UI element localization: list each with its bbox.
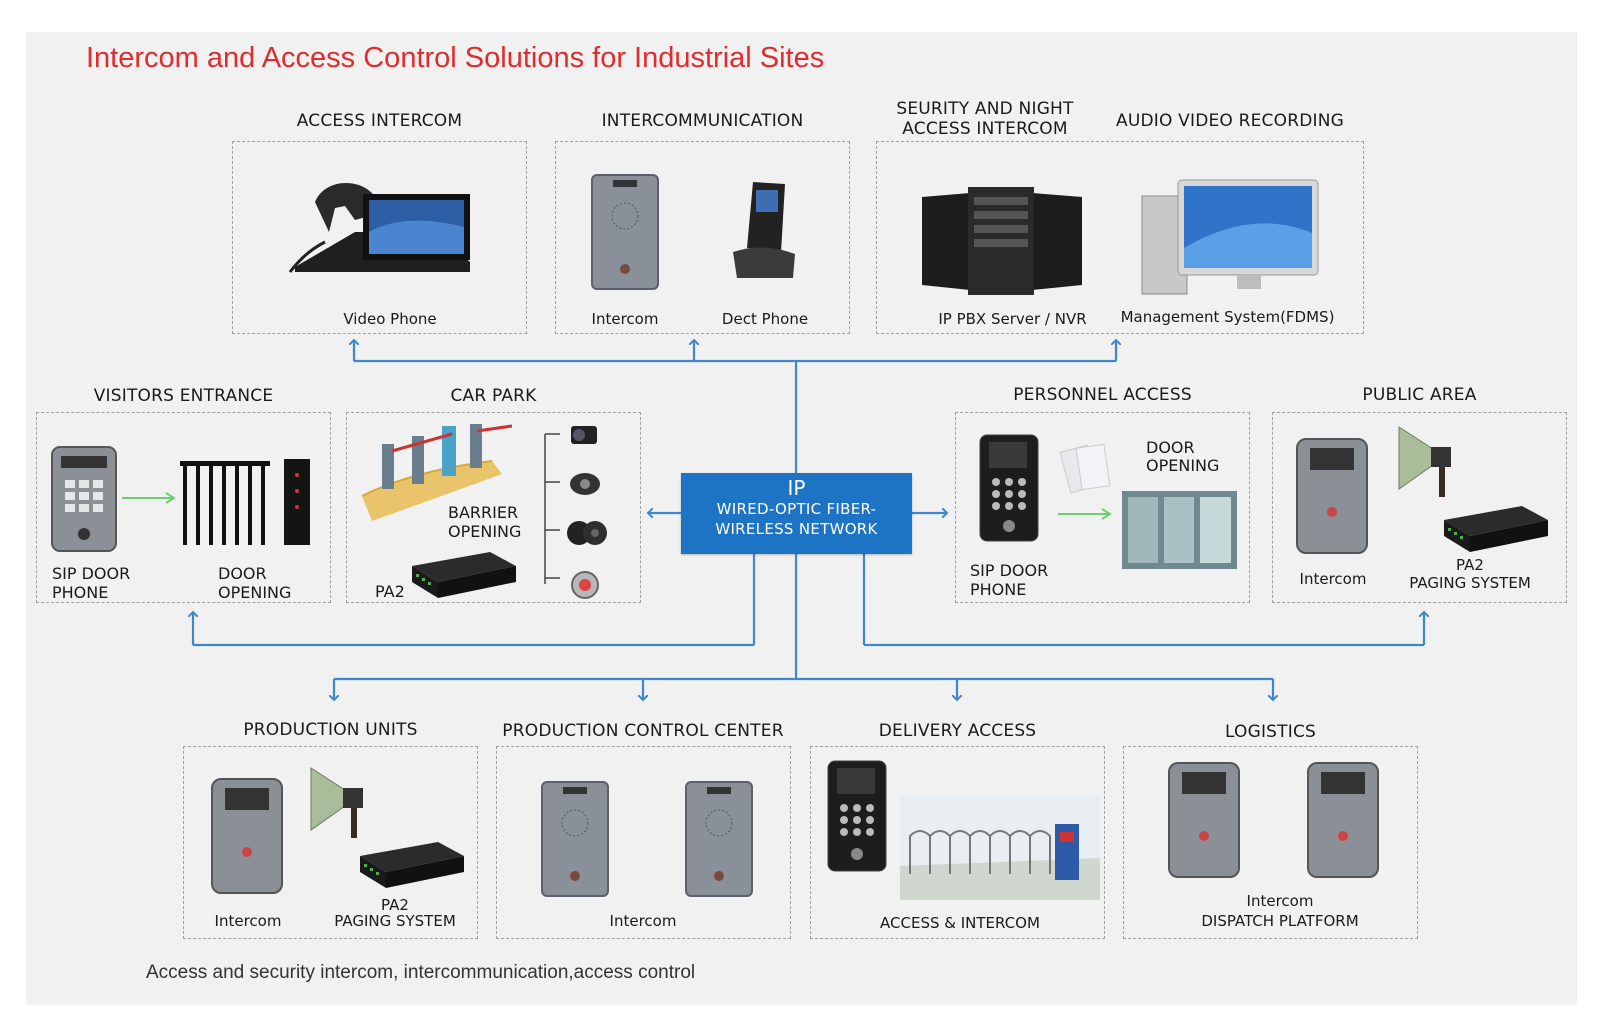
label-production-pa2: PA2 (381, 896, 409, 914)
label-management-system: Management System(FDMS) (1120, 308, 1335, 326)
pa2-icon-production (360, 842, 464, 888)
intercom-icon-production (211, 778, 283, 894)
label-door: DOOR (218, 564, 267, 583)
horn-speaker-icon-2 (310, 767, 363, 838)
gate-icon (180, 459, 310, 545)
box-public-area (1272, 412, 1567, 603)
heading-personnel-access: PERSONNEL ACCESS (1013, 385, 1192, 405)
label-public-pa2: PA2 (1456, 556, 1484, 574)
label-video-phone: Video Phone (343, 310, 437, 328)
label-ip-pbx: IP PBX Server / NVR (938, 310, 1087, 328)
label-personnel-door: DOOR (1146, 438, 1195, 457)
intercom-icon-control-1 (541, 781, 609, 897)
heading-security-line2: ACCESS INTERCOM (902, 119, 1068, 139)
label-personnel-opening: OPENING (1146, 456, 1220, 475)
heading-logistics: LOGISTICS (1224, 722, 1317, 742)
label-public-intercom: Intercom (1299, 570, 1367, 588)
intercom-icon-control-2 (685, 781, 753, 897)
label-dispatch-platform: DISPATCH PLATFORM (1201, 912, 1359, 930)
server-rack-icon (922, 187, 1082, 295)
intercom-icon (591, 174, 659, 290)
label-production-intercom: Intercom (214, 912, 282, 930)
heading-car-park: CAR PARK (450, 386, 537, 406)
box-access-intercom (232, 141, 527, 334)
label-barrier-opening: OPENING (448, 522, 522, 541)
label-personnel-phone: PHONE (970, 580, 1027, 599)
label-personnel-sip-door: SIP DOOR (970, 561, 1049, 580)
camera-icon (571, 426, 597, 444)
arrow-right-icon (122, 492, 176, 504)
arrow-right-icon-2 (1058, 508, 1112, 520)
ip-network-line2: WIRELESS NETWORK (715, 520, 878, 538)
detector-icon (570, 473, 600, 495)
box-production-units (183, 746, 478, 939)
management-computer-icon (1141, 179, 1319, 295)
heading-security-line1: SEURITY AND NIGHT (896, 99, 1074, 119)
label-phone: PHONE (52, 583, 109, 602)
label-dect-phone: Dect Phone (721, 310, 809, 328)
speaker-icon (567, 521, 607, 545)
page-title: Intercom and Access Control Solutions fo… (86, 42, 825, 74)
horn-speaker-icon (1398, 426, 1451, 497)
sip-door-phone-icon-2 (979, 434, 1039, 542)
box-intercommunication (555, 141, 850, 334)
intercom-icon-logistics-2 (1307, 762, 1379, 878)
ip-network-line1: WIRED-OPTIC FIBER- (716, 500, 877, 518)
label-public-paging: PAGING SYSTEM (1409, 574, 1531, 592)
label-access-intercom: ACCESS & INTERCOM (880, 914, 1040, 932)
heading-public-area: PUBLIC AREA (1362, 385, 1477, 405)
heading-visitors-entrance: VISITORS ENTRANCE (93, 386, 274, 406)
dect-phone-icon (733, 182, 795, 278)
footer-text: Access and security intercom, intercommu… (146, 962, 696, 983)
box-logistics (1123, 746, 1418, 939)
label-control-intercom: Intercom (609, 912, 677, 930)
sip-door-phone-icon (51, 446, 117, 552)
heading-access-intercom: ACCESS INTERCOM (296, 111, 463, 131)
intercom-icon-logistics-1 (1168, 762, 1240, 878)
retractable-gate-icon (900, 796, 1100, 900)
video-phone-icon (288, 182, 470, 273)
pa2-icon (412, 552, 516, 598)
label-opening: OPENING (218, 583, 292, 602)
label-sip-door: SIP DOOR (52, 564, 131, 583)
label-intercom-top: Intercom (591, 310, 659, 328)
box-personnel-access (955, 412, 1250, 603)
label-production-paging: PAGING SYSTEM (334, 912, 456, 930)
button-icon (571, 571, 599, 599)
heading-production-control: PRODUCTION CONTROL CENTER (502, 721, 784, 741)
ip-network-box: IP WIRED-OPTIC FIBER- WIRELESS NETWORK (681, 473, 912, 554)
label-barrier: BARRIER (448, 503, 519, 522)
ip-network-title: IP (787, 476, 806, 500)
heading-delivery-access: DELIVERY ACCESS (878, 721, 1037, 741)
pa2-icon-public (1444, 506, 1548, 552)
sip-door-phone-icon-3 (827, 760, 887, 872)
box-car-park (346, 412, 641, 603)
cards-icon (1059, 443, 1111, 494)
box-production-control (496, 746, 791, 939)
heading-intercommunication: INTERCOMMUNICATION (601, 111, 804, 131)
label-logistics-intercom: Intercom (1246, 892, 1314, 910)
box-delivery-access (810, 746, 1105, 939)
label-pa2-carpark: PA2 (375, 582, 405, 601)
glass-door-icon (1122, 491, 1237, 569)
heading-audio-video: AUDIO VIDEO RECORDING (1115, 111, 1345, 131)
box-security-recording (876, 141, 1364, 334)
barrier-icon (361, 424, 513, 521)
box-visitors-entrance (36, 412, 331, 603)
intercom-icon-public (1296, 438, 1368, 554)
heading-production-units: PRODUCTION UNITS (243, 720, 418, 740)
car-park-bracket (544, 433, 560, 584)
